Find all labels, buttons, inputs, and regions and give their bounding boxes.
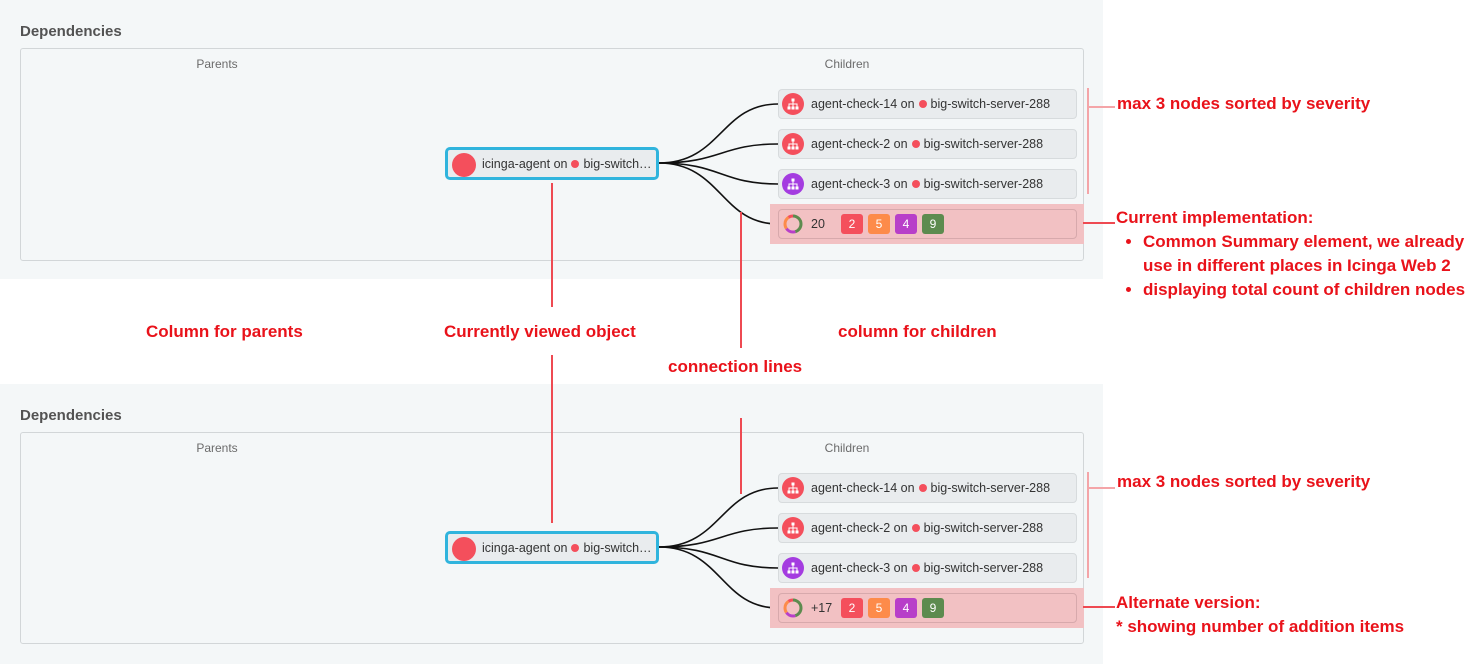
summary-count: +17 [811, 601, 833, 615]
child-host: big-switch-server-288 [930, 97, 1051, 111]
child-host: big-switch-server-288 [923, 521, 1044, 535]
annotation-bullet: Common Summary element, we already use i… [1143, 230, 1467, 278]
annotation-max-nodes: max 3 nodes sorted by severity [1117, 472, 1371, 491]
node-host: big-switch… [583, 541, 652, 555]
node-label: icinga-agent on [482, 541, 568, 555]
connection-line [658, 487, 779, 548]
connection-line [658, 527, 779, 548]
host-state-dot [571, 160, 580, 168]
summary-count: 20 [811, 217, 825, 231]
parents-column-header: Parents [196, 57, 238, 71]
child-host: big-switch-server-288 [930, 481, 1051, 495]
ok-badge[interactable]: 9 [922, 598, 944, 618]
critical-badge[interactable]: 2 [841, 598, 863, 618]
connection-line [658, 162, 779, 185]
child-check: agent-check-2 on [811, 521, 908, 535]
child-check: agent-check-14 on [811, 481, 915, 495]
children-summary[interactable]: 20 2 5 4 9 [778, 209, 1077, 239]
annotation-current-implementation-list: Common Summary element, we already use i… [1117, 230, 1467, 302]
child-node[interactable]: agent-check-3 on big-switch-server-288 [778, 169, 1077, 199]
host-state-dot [571, 544, 580, 552]
child-node[interactable]: agent-check-14 on big-switch-server-288 [778, 473, 1077, 503]
leader-line [551, 183, 553, 307]
dependency-icon [782, 173, 804, 195]
host-state-dot [911, 524, 920, 532]
panel-title: Dependencies [20, 407, 122, 424]
state-icon [452, 537, 476, 561]
connection-line [658, 546, 779, 609]
state-icon [452, 153, 476, 177]
leader-line [740, 418, 742, 494]
host-state-dot [918, 484, 927, 492]
annotation-connection-lines: connection lines [668, 357, 803, 376]
ok-badge[interactable]: 9 [922, 214, 944, 234]
dependency-icon [782, 133, 804, 155]
dependency-icon [782, 93, 804, 115]
connection-line [658, 143, 779, 164]
connection-lines [658, 103, 779, 225]
child-node[interactable]: agent-check-3 on big-switch-server-288 [778, 553, 1077, 583]
connection-line [658, 546, 779, 569]
host-state-dot [911, 180, 920, 188]
annotation-alternate-description: * showing number of addition items [1116, 617, 1405, 636]
child-host: big-switch-server-288 [923, 177, 1044, 191]
annotation-max-nodes: max 3 nodes sorted by severity [1117, 94, 1371, 113]
connection-lines [658, 487, 779, 609]
dependency-icon [782, 517, 804, 539]
child-check: agent-check-2 on [811, 137, 908, 151]
leader-line [551, 355, 553, 523]
critical-badge[interactable]: 2 [841, 214, 863, 234]
dependency-icon [782, 477, 804, 499]
annotation-bullet: displaying total count of children nodes [1143, 278, 1467, 302]
child-check: agent-check-3 on [811, 177, 908, 191]
child-host: big-switch-server-288 [923, 561, 1044, 575]
panel-title: Dependencies [20, 23, 122, 40]
connection-line [658, 162, 779, 225]
host-state-dot [911, 564, 920, 572]
leader-line [740, 212, 742, 348]
leader-line [1087, 106, 1115, 108]
children-column-header: Children [824, 441, 870, 455]
warning-badge[interactable]: 5 [868, 598, 890, 618]
current-node[interactable]: icinga-agent on big-switch… [445, 531, 659, 564]
bracket-line [1087, 88, 1089, 194]
child-host: big-switch-server-288 [923, 137, 1044, 151]
current-node[interactable]: icinga-agent on big-switch… [445, 147, 659, 180]
annotation-alternate-version: Alternate version: [1116, 593, 1261, 612]
annotation-current-implementation: Current implementation: [1116, 208, 1314, 227]
leader-line [1087, 487, 1115, 489]
donut-chart-icon [783, 214, 803, 234]
children-column-header: Children [824, 57, 870, 71]
dependency-graph: Parents Children icinga-agent on big-swit… [20, 432, 1084, 644]
unknown-badge[interactable]: 4 [895, 598, 917, 618]
annotation-current-object: Currently viewed object [444, 322, 636, 341]
child-check: agent-check-14 on [811, 97, 915, 111]
donut-chart-icon [783, 598, 803, 618]
child-check: agent-check-3 on [811, 561, 908, 575]
connection-line [658, 103, 779, 164]
bracket-line [1087, 472, 1089, 578]
child-node[interactable]: agent-check-2 on big-switch-server-288 [778, 129, 1077, 159]
annotation-column-parents: Column for parents [146, 322, 303, 341]
host-state-dot [918, 100, 927, 108]
dependency-icon [782, 557, 804, 579]
unknown-badge[interactable]: 4 [895, 214, 917, 234]
annotation-column-children: column for children [838, 322, 997, 341]
children-summary[interactable]: +17 2 5 4 9 [778, 593, 1077, 623]
leader-line [1083, 222, 1115, 224]
leader-line [1083, 606, 1115, 608]
parents-column-header: Parents [196, 441, 238, 455]
host-state-dot [911, 140, 920, 148]
node-label: icinga-agent on [482, 157, 568, 171]
node-host: big-switch… [583, 157, 652, 171]
warning-badge[interactable]: 5 [868, 214, 890, 234]
child-node[interactable]: agent-check-14 on big-switch-server-288 [778, 89, 1077, 119]
child-node[interactable]: agent-check-2 on big-switch-server-288 [778, 513, 1077, 543]
